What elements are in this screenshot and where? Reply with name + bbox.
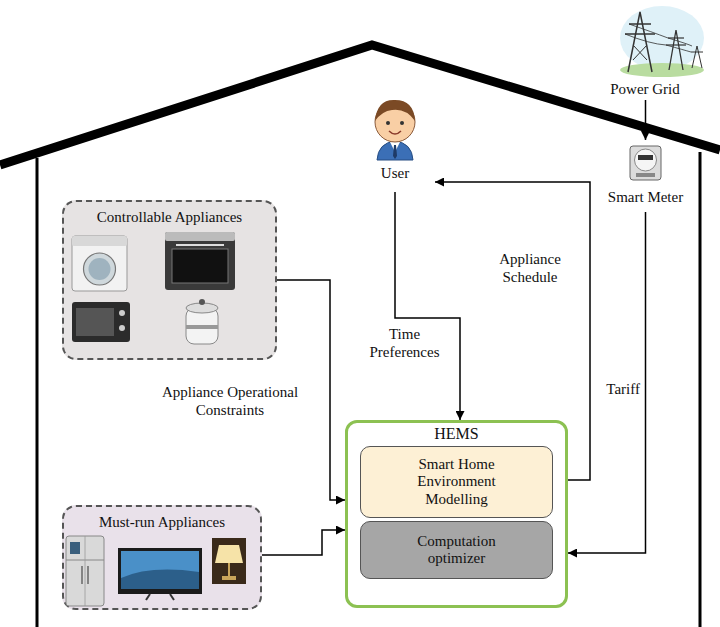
washing-machine-icon (72, 236, 127, 246)
power-grid-node: Power Grid (590, 2, 700, 100)
television-icon (121, 551, 199, 589)
toaster-oven-icon (119, 325, 125, 331)
node-label: Controllable Appliances (97, 209, 242, 226)
lamp-icon (212, 538, 246, 584)
power-pylon-icon (628, 12, 652, 72)
user-icon (389, 131, 401, 134)
toaster-oven-icon (119, 310, 125, 316)
house-wall (36, 158, 39, 627)
appliance-group-box: Must-run Appliances (62, 505, 262, 610)
television-icon (118, 548, 202, 594)
lamp-icon (228, 563, 230, 576)
fridge-icon (66, 560, 104, 561)
television-icon (170, 594, 174, 600)
power-pylon-icon (669, 30, 683, 70)
arrow-connector (645, 100, 647, 140)
connector-label: Tariff (596, 380, 640, 398)
rice-cooker-icon (186, 303, 218, 313)
rice-cooker-icon (186, 308, 218, 344)
power-pylon-icon (620, 6, 704, 77)
user-icon (386, 121, 390, 125)
node-label: Smart Home Environment Modelling (397, 456, 517, 508)
user-icon (375, 100, 415, 121)
connector-label: Time Preferences (356, 325, 453, 361)
rice-cooker-icon (186, 325, 218, 329)
power-pylon-icon (629, 23, 651, 25)
power-pylon-icon (620, 6, 704, 70)
lamp-icon (215, 545, 243, 563)
power-pylon-icon (692, 46, 702, 68)
fridge-icon (85, 536, 86, 606)
oven-icon (165, 232, 235, 241)
house-roof (0, 45, 720, 165)
node-label: Computation optimizer (402, 533, 512, 568)
node-label: User (381, 165, 409, 182)
oven-icon (176, 244, 224, 246)
fridge-icon (66, 536, 104, 606)
arrow-connector (395, 192, 460, 420)
smart-meter-icon (635, 149, 657, 171)
toaster-oven-icon (72, 302, 130, 342)
fridge-icon (66, 536, 104, 606)
fridge-icon (87, 566, 89, 584)
power-pylon-icon (625, 34, 691, 52)
power-pylon-icon (629, 24, 692, 46)
smart-meter-icon (636, 173, 655, 177)
rice-cooker-icon (199, 299, 205, 305)
power-pylon-icon (620, 63, 704, 77)
user-icon (375, 100, 415, 160)
toaster-oven-icon (76, 308, 114, 336)
user-node: User (355, 95, 435, 192)
washing-machine-icon (84, 253, 116, 285)
washing-machine-icon (72, 236, 127, 291)
television-icon (146, 594, 150, 600)
smart-meter-icon (630, 146, 661, 180)
arrow-connector (262, 530, 345, 555)
smart-meter-icon (638, 155, 653, 160)
washing-machine-icon (89, 258, 111, 280)
connector-label: Appliance Operational Constraints (135, 383, 325, 419)
power-pylon-icon (633, 45, 647, 60)
smart-meter-node: Smart Meter (598, 140, 693, 212)
user-icon (390, 142, 400, 152)
television-icon (121, 570, 199, 589)
television-icon (118, 548, 202, 600)
node-label: HEMS (434, 425, 478, 443)
fridge-icon (70, 542, 80, 554)
washing-machine-icon (72, 236, 127, 291)
node-label: Power Grid (610, 81, 680, 98)
power-pylon-icon (625, 33, 655, 35)
power-pylon-icon (691, 52, 703, 53)
hems-box: HEMS Smart Home Environment ModellingComp… (345, 420, 568, 608)
node-label: Must-run Appliances (99, 514, 225, 531)
smart-meter-icon (630, 146, 661, 180)
user-icon (400, 121, 404, 125)
node-label: Smart Meter (608, 189, 683, 206)
house-wall (699, 152, 702, 627)
user-icon (375, 102, 415, 142)
module-box: Smart Home Environment Modelling (360, 446, 553, 518)
oven-icon (165, 232, 235, 290)
connector-label: Appliance Schedule (478, 250, 582, 286)
lamp-icon (212, 538, 246, 584)
user-icon (377, 141, 413, 160)
oven-icon (172, 249, 228, 283)
arrow-connector (568, 212, 646, 553)
power-pylon-icon (668, 37, 684, 38)
power-pylon-icon (633, 45, 647, 60)
lamp-icon (222, 576, 236, 580)
user-icon (393, 145, 397, 159)
fridge-icon (81, 566, 83, 584)
power-pylon-icon (666, 44, 686, 45)
toaster-oven-icon (72, 302, 130, 342)
oven-icon (165, 232, 235, 290)
module-box: Computation optimizer (360, 521, 553, 579)
rice-cooker-icon (186, 299, 218, 344)
appliance-group-box: Controllable Appliances (62, 200, 277, 360)
